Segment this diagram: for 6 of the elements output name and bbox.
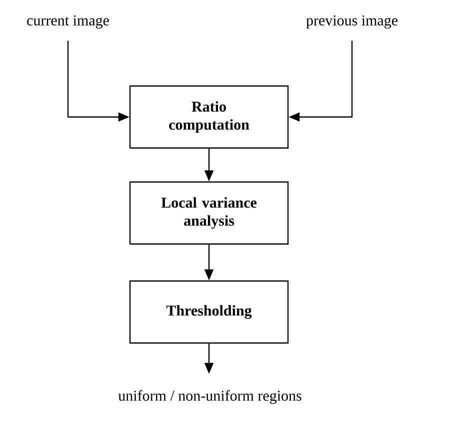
- input-label: current image: [27, 15, 109, 29]
- process-box: Ratio computation: [129, 85, 289, 149]
- process-box: Thresholding: [129, 280, 289, 344]
- output-label: uniform / non-uniform regions: [118, 390, 302, 404]
- input-label: previous image: [306, 15, 398, 29]
- process-box: Local variance analysis: [129, 181, 289, 245]
